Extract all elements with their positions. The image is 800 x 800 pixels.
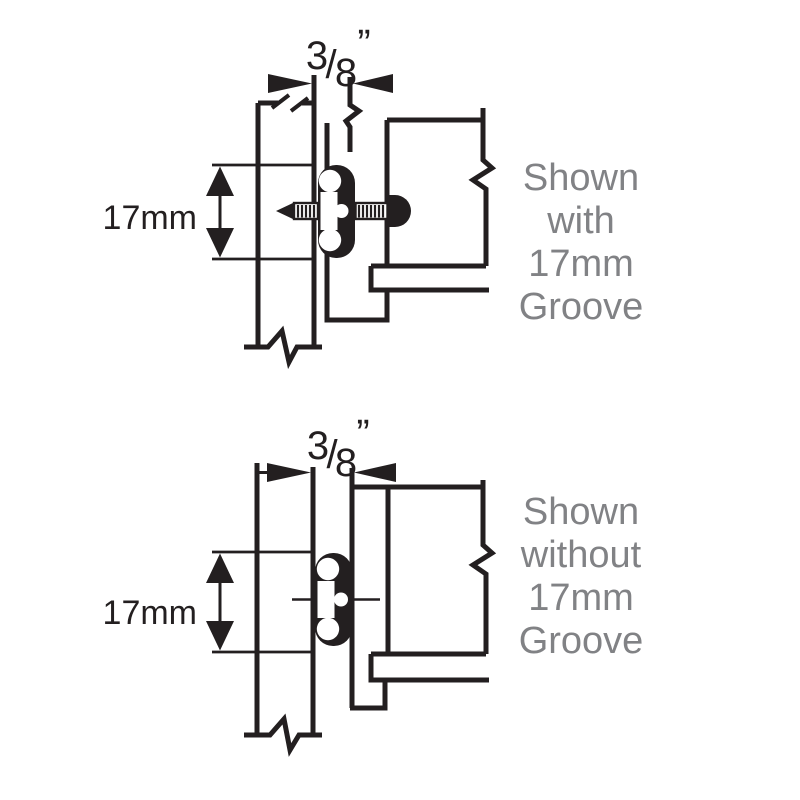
arrow-down-icon	[206, 621, 234, 651]
left-screw	[276, 201, 320, 221]
arrow-down-icon	[206, 228, 234, 258]
width-dim-slash: /	[325, 43, 337, 87]
bracket-slot	[320, 192, 338, 230]
screw-threads	[296, 205, 316, 218]
caption-line-3: 17mm	[528, 577, 634, 619]
caption-line-1: Shown	[523, 491, 639, 533]
arrow-left-icon	[353, 74, 393, 93]
right-screw	[354, 195, 411, 227]
bracket-hole-bottom	[318, 228, 342, 252]
rail-bottom-flange	[350, 680, 388, 711]
drawer-bottom-groove-lines	[368, 266, 489, 293]
caption-line-3: 17mm	[528, 243, 634, 285]
bracket-hole-top	[316, 557, 340, 581]
width-dim-numerator: 3	[306, 34, 328, 78]
width-dim-inch-mark: ”	[357, 22, 370, 66]
width-dim-denominator: 8	[335, 51, 357, 95]
slide-rail	[349, 468, 388, 711]
bracket-hole-center	[334, 204, 349, 218]
bracket-hole-center	[334, 592, 348, 607]
bracket-hole-top	[318, 169, 342, 193]
top-edge-break-marks	[270, 93, 310, 113]
cabinet-member	[244, 463, 322, 757]
caption-line-4: Groove	[519, 620, 644, 662]
mounting-bracket	[315, 553, 352, 646]
mounting-bracket	[318, 165, 355, 258]
drawer-bottom-board	[368, 654, 489, 683]
screw-tip	[276, 202, 294, 220]
drawer-side	[371, 108, 497, 269]
width-dim-numerator: 3	[307, 424, 329, 468]
caption-with-groove: Shown with 17mm Groove	[519, 157, 644, 328]
arrow-right-icon	[268, 74, 312, 93]
cabinet-bottom-break-edge	[244, 713, 322, 757]
arrow-up-icon	[206, 553, 234, 583]
drawer-bottom-lines	[368, 654, 489, 683]
height-dimension: 17mm	[103, 163, 314, 261]
caption-without-groove: Shown without 17mm Groove	[519, 491, 644, 662]
width-dim-inch-mark: ”	[356, 412, 369, 456]
bracket-hole-bottom	[316, 617, 340, 641]
width-dim-slash: /	[326, 433, 338, 477]
drawer-side	[352, 480, 497, 657]
caption-line-2: with	[546, 200, 615, 242]
height-dimension-label: 17mm	[103, 199, 197, 237]
arrow-up-icon	[206, 166, 234, 196]
height-dimension-label: 17mm	[103, 594, 197, 632]
screw-threads	[357, 205, 385, 218]
drawer-right-break-edge	[468, 480, 497, 654]
drawer-right-break-edge	[468, 108, 497, 266]
width-dim-denominator: 8	[335, 441, 357, 485]
arrow-left-icon	[354, 463, 396, 482]
height-dimension: 17mm	[103, 550, 313, 654]
cabinet-member	[244, 75, 322, 370]
width-dimension: 3 / 8 ”	[268, 22, 393, 95]
diagram-without-groove: 17mm 3 / 8 ” Shown without 17mm Groove	[103, 412, 644, 757]
diagram-with-groove: 17mm 3 / 8 ”	[103, 22, 644, 370]
bracket-slot	[317, 581, 335, 618]
arrow-right-icon	[267, 463, 311, 482]
drawer-bottom-board	[368, 266, 489, 293]
caption-line-4: Groove	[519, 286, 644, 328]
caption-line-1: Shown	[523, 157, 639, 199]
screw-head	[387, 195, 411, 227]
caption-line-2: without	[520, 534, 642, 576]
rail-web-right-broken-edge	[342, 77, 364, 152]
width-dimension: 3 / 8 ”	[257, 412, 396, 485]
cabinet-bottom-break-edge	[244, 325, 322, 370]
